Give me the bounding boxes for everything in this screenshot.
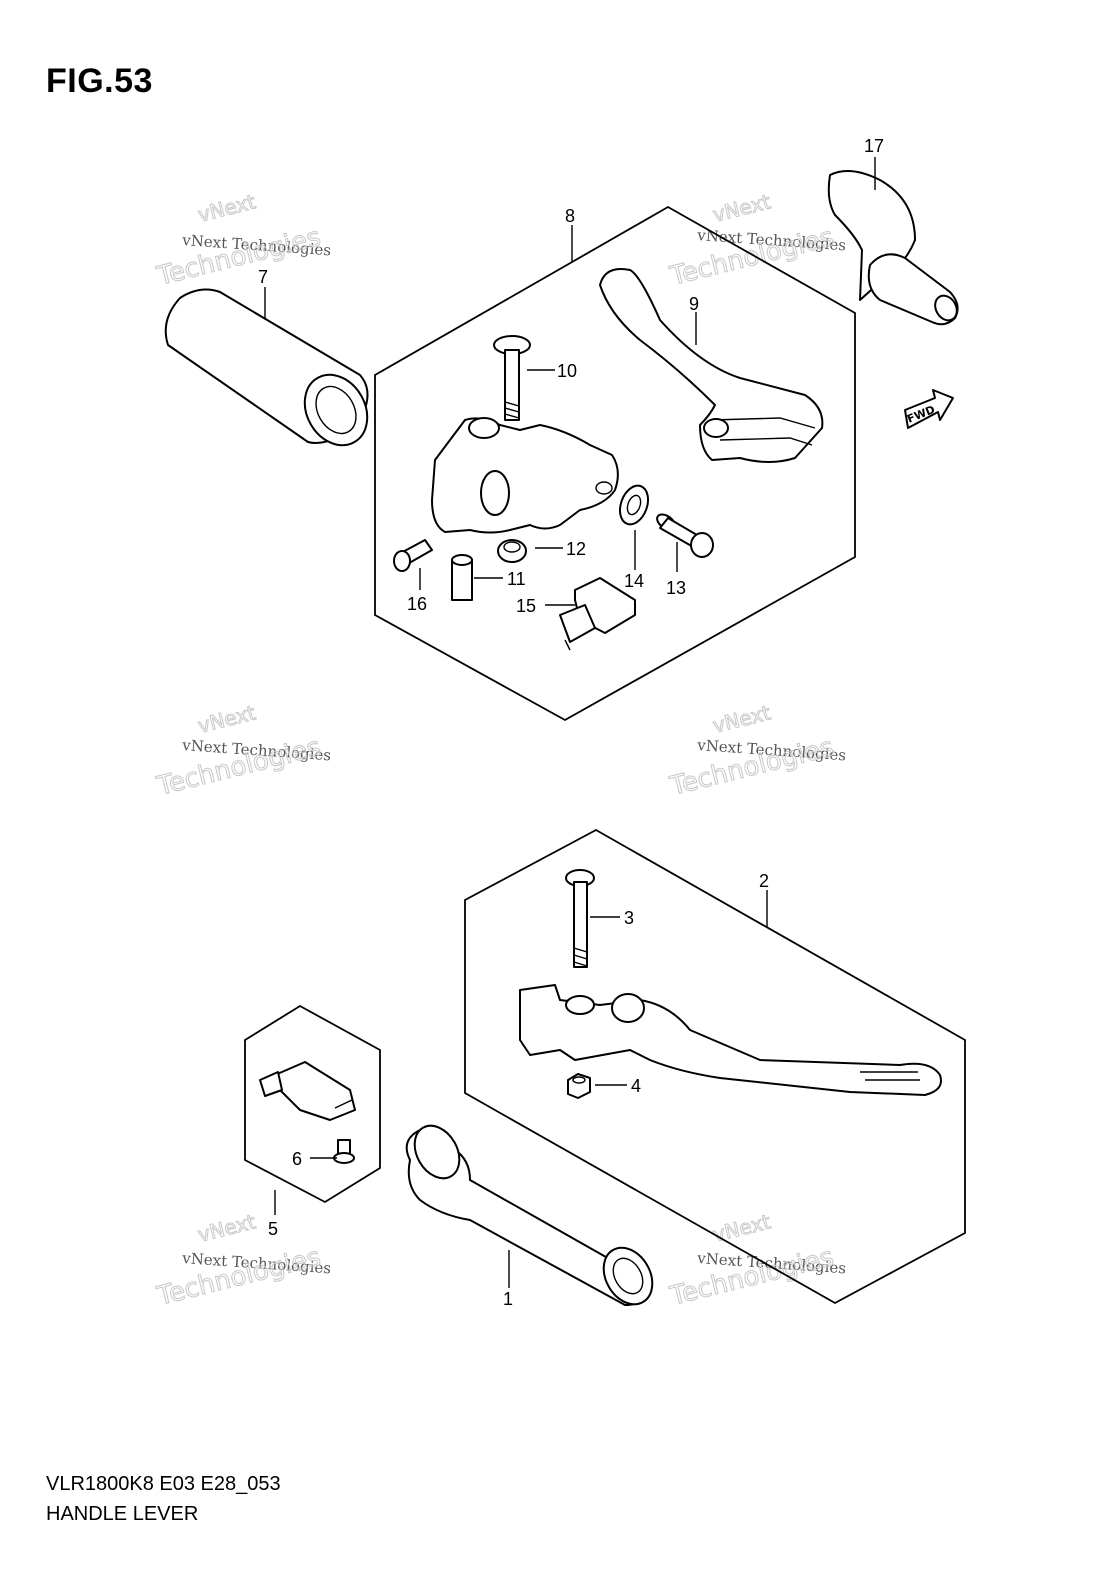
callout-15: 15 (516, 596, 536, 616)
leader-lines (264, 157, 876, 1288)
watermark-top-left: vNext vNext Technologies Technologies (153, 189, 332, 293)
callout-3: 3 (624, 908, 634, 928)
watermark-top-right: vNext vNext Technologies Technologies (666, 189, 847, 293)
bolt-part-10 (493, 335, 531, 421)
svg-text:vNext: vNext (195, 700, 258, 737)
lever-cover-part-17 (827, 170, 959, 326)
clutch-lever-part-9 (599, 268, 824, 463)
watermark-mid-right: vNext vNext Technologies Technologies (666, 700, 847, 803)
watermark-bottom-right: vNext vNext Technologies Technologies (666, 1209, 847, 1313)
assembly-box-2 (464, 828, 966, 1305)
brake-switch (259, 1061, 356, 1121)
callout-13: 13 (666, 578, 686, 598)
nut-part-12 (497, 539, 527, 563)
figure-caption: HANDLE LEVER (46, 1503, 199, 1525)
callout-9: 9 (689, 294, 699, 314)
svg-text:vNext: vNext (195, 1209, 258, 1246)
callout-4: 4 (631, 1076, 641, 1096)
grip-left-part-7 (164, 288, 369, 447)
figure-title: FIG.53 (46, 62, 153, 100)
lever-holder (431, 417, 619, 534)
collar-part-11 (451, 554, 473, 601)
svg-text:vNext: vNext (710, 189, 773, 226)
callout-11: 11 (507, 569, 526, 589)
callout-8: 8 (565, 206, 575, 226)
assembly-box-5 (244, 1004, 381, 1204)
callout-7: 7 (258, 267, 268, 287)
model-code: VLR1800K8 E03 E28_053 (46, 1473, 281, 1495)
callout-2: 2 (759, 871, 769, 891)
bolt-part-16 (393, 539, 433, 572)
assembly-box-8 (374, 205, 856, 722)
callout-17: 17 (864, 136, 884, 156)
pivot-bolt-part-3 (565, 869, 595, 968)
svg-text:vNext: vNext (710, 1209, 773, 1246)
callout-5: 5 (268, 1219, 278, 1239)
screw-part-6 (333, 1139, 355, 1164)
watermark-bottom-left: vNext vNext Technologies Technologies (153, 1209, 332, 1313)
callout-1: 1 (503, 1289, 513, 1309)
washer-part-14 (618, 484, 650, 526)
throttle-grip-part-1 (405, 1124, 654, 1306)
switch-part-15 (559, 577, 636, 651)
adjuster-screw-part-13 (656, 513, 714, 558)
callout-14: 14 (624, 571, 644, 591)
brake-lever-part-2 (519, 984, 942, 1096)
nut-part-4 (567, 1073, 591, 1099)
watermark-mid-left: vNext vNext Technologies Technologies (153, 700, 332, 803)
callout-10: 10 (557, 361, 577, 381)
callout-6: 6 (292, 1149, 302, 1169)
callout-12: 12 (566, 539, 586, 559)
svg-text:Technologies: Technologies (153, 222, 323, 292)
svg-text:FWD: FWD (905, 403, 937, 426)
svg-text:vNext: vNext (195, 189, 258, 226)
forward-direction-arrow: FWD (904, 389, 954, 429)
callout-16: 16 (407, 594, 427, 614)
svg-text:vNext: vNext (710, 700, 773, 737)
